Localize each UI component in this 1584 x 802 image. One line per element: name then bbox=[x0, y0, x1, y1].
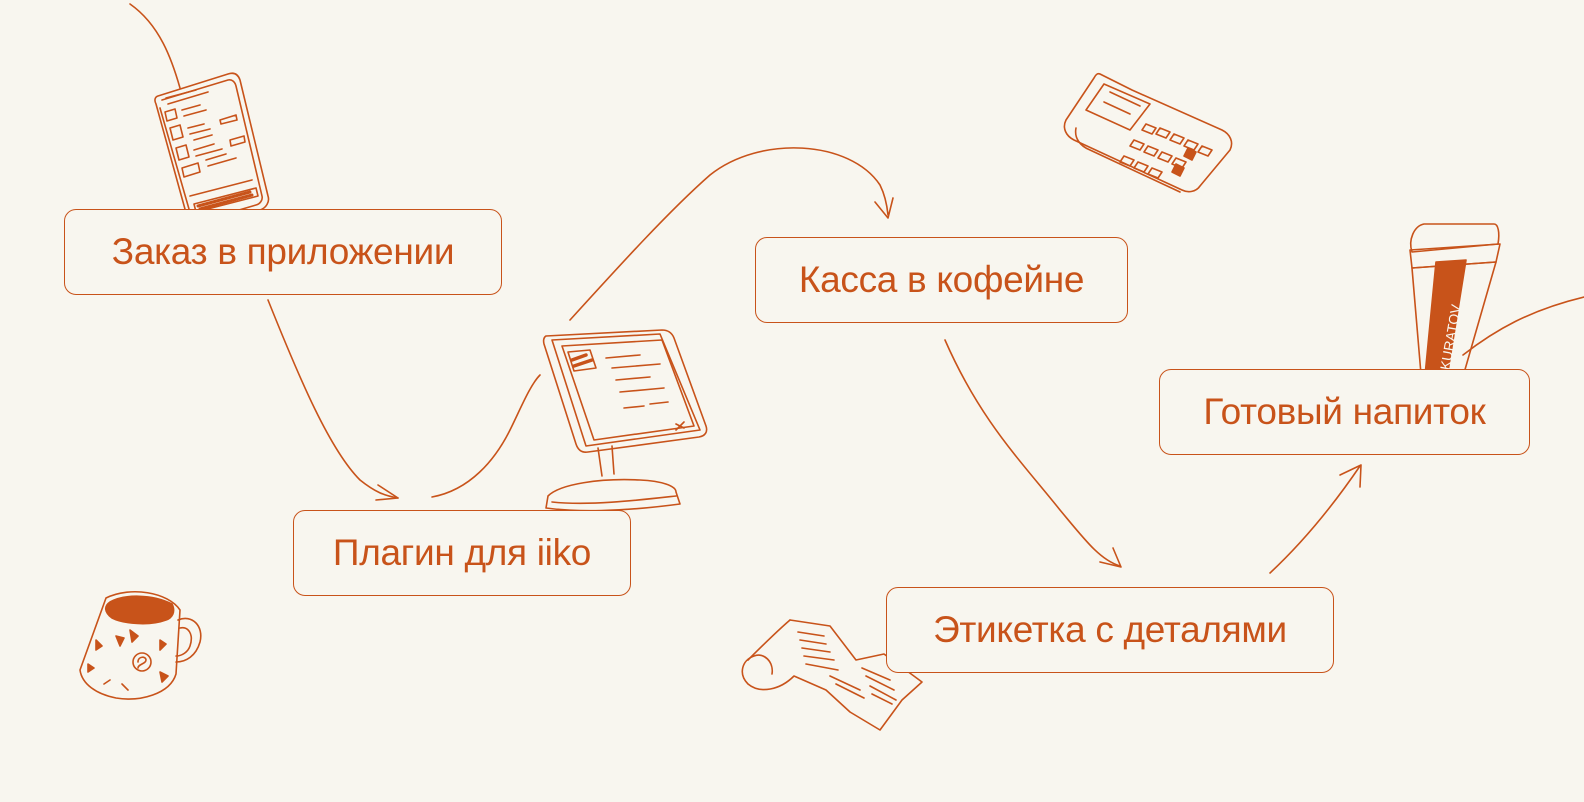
arrow-plugin-to-pos bbox=[569, 147, 889, 321]
card-terminal-icon bbox=[1063, 72, 1233, 193]
step-ready-drink: Готовый напиток bbox=[1159, 369, 1530, 455]
step-cafe-cashier: Касса в кофейне bbox=[755, 237, 1128, 323]
cable-line bbox=[129, 3, 181, 89]
receipt-icon bbox=[741, 619, 923, 731]
pos-terminal-icon bbox=[542, 329, 708, 512]
step-iiko-plugin: Плагин для iiko bbox=[293, 510, 631, 596]
takeaway-cup-icon: SKURATOV bbox=[1409, 223, 1501, 387]
arrow-pos-to-label bbox=[944, 339, 1121, 567]
step-app-order: Заказ в приложении bbox=[64, 209, 502, 295]
arrow-app-to-plugin bbox=[267, 299, 399, 499]
cup-swoosh bbox=[1462, 296, 1584, 356]
flow-arrows bbox=[129, 3, 1584, 574]
step-label-details: Этикетка с деталями bbox=[886, 587, 1334, 673]
arrow-label-to-drink bbox=[1269, 465, 1361, 574]
mug-icon bbox=[79, 591, 202, 700]
monitor-cable bbox=[431, 374, 541, 498]
smartphone-icon bbox=[154, 72, 270, 230]
